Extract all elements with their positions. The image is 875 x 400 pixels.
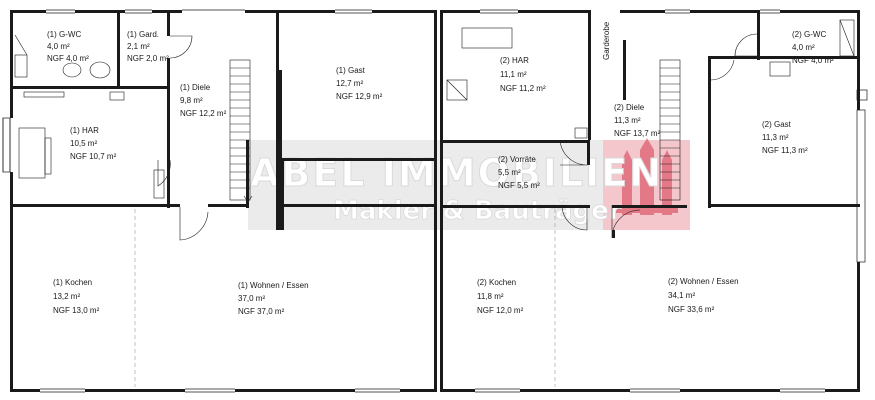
- room-2-gwc: (2) G-WC 4,0 m² NGF 4,0 m²: [792, 30, 834, 65]
- room-ngf: NGF 11,2 m²: [500, 84, 546, 93]
- room-name: (2) G-WC: [792, 30, 826, 39]
- room-area: 34,1 m²: [668, 291, 695, 300]
- toilet-icon-2: [769, 61, 791, 77]
- walls-unit-2: [440, 10, 860, 392]
- room-ngf: NGF 12,9 m²: [336, 92, 383, 101]
- room-area: 37,0 m²: [238, 294, 265, 303]
- room-area: 12,7 m²: [336, 79, 363, 88]
- room-2-har: (2) HAR 11,1 m² NGF 11,2 m²: [500, 56, 546, 93]
- machine-icon-2: [461, 27, 513, 49]
- room-ngf: NGF 11,3 m²: [762, 146, 808, 155]
- shower-icon-1: [14, 54, 28, 78]
- room-ngf: NGF 4,0 m²: [792, 56, 834, 65]
- shelf-icon-1: [23, 91, 65, 98]
- room-1-gast: (1) Gast 12,7 m² NGF 12,9 m²: [336, 66, 383, 101]
- room-area: 10,5 m²: [70, 139, 97, 148]
- room-1-diele: (1) Diele 9,8 m² NGF 12,2 m²: [180, 83, 227, 118]
- room-ngf: NGF 33,6 m²: [668, 305, 715, 314]
- room-ngf: NGF 13,0 m²: [53, 306, 100, 315]
- heater-icon-1: [153, 169, 165, 199]
- room-name: (2) HAR: [500, 56, 529, 65]
- room-2-gast: (2) Gast 11,3 m² NGF 11,3 m²: [762, 120, 808, 155]
- room-ngf: NGF 4,0 m²: [47, 54, 89, 63]
- room-ngf: NGF 37,0 m²: [238, 307, 285, 316]
- room-2-wohnen: (2) Wohnen / Essen 34,1 m² NGF 33,6 m²: [668, 277, 739, 314]
- room-ngf: NGF 5,5 m²: [498, 181, 540, 190]
- room-ngf: NGF 12,2 m²: [180, 109, 227, 118]
- watermark-line1: ABEL IMMOBILIEN: [250, 151, 663, 195]
- room-2-kochen: (2) Kochen 11,8 m² NGF 12,0 m²: [477, 278, 524, 315]
- room-name: (2) Kochen: [477, 278, 516, 287]
- watermark: ABEL IMMOBILIEN Makler & Bauträger: [248, 138, 690, 230]
- boiler-icon-1: [109, 91, 125, 101]
- room-area: 11,3 m²: [614, 116, 641, 125]
- room-name: (2) Vorräte: [498, 155, 536, 164]
- room-area: 4,0 m²: [47, 42, 70, 51]
- room-name: (1) Diele: [180, 83, 211, 92]
- garderobe-label: Garderobe: [602, 21, 611, 60]
- room-ngf: NGF 2,0 m²: [127, 54, 169, 63]
- room-name: (2) Diele: [614, 103, 645, 112]
- room-ngf: NGF 12,0 m²: [477, 306, 524, 315]
- zone-dividers: [134, 209, 556, 387]
- washbasin-icon-1: [62, 62, 82, 78]
- room-name: (1) G-WC: [47, 30, 81, 39]
- room-1-gard: (1) Gard. 2,1 m² NGF 2,0 m²: [127, 30, 169, 63]
- room-1-kochen: (1) Kochen 13,2 m² NGF 13,0 m²: [53, 278, 100, 315]
- room-name: (2) Gast: [762, 120, 792, 129]
- room-1-har: (1) HAR 10,5 m² NGF 10,7 m²: [70, 126, 117, 161]
- windows: [2, 9, 868, 393]
- fixtures: [14, 19, 855, 199]
- room-2-diele: (2) Diele 11,3 m² NGF 13,7 m²: [614, 103, 661, 138]
- room-name: (1) Kochen: [53, 278, 92, 287]
- stairs-unit-2: [659, 59, 681, 201]
- room-labels: (1) G-WC 4,0 m² NGF 4,0 m² (1) Gard. 2,1…: [47, 21, 834, 316]
- room-name: (2) Wohnen / Essen: [668, 277, 739, 286]
- room-area: 11,1 m²: [500, 70, 527, 79]
- room-1-gwc: (1) G-WC 4,0 m² NGF 4,0 m²: [47, 30, 89, 63]
- room-name: (1) Gard.: [127, 30, 159, 39]
- room-area: 4,0 m²: [792, 43, 815, 52]
- room-name: (1) Wohnen / Essen: [238, 281, 309, 290]
- toilet-icon-1: [89, 61, 111, 79]
- room-area: 9,8 m²: [180, 96, 203, 105]
- watermark-crest-icon: [616, 138, 678, 215]
- stairs-unit-1: [229, 59, 253, 203]
- room-1-wohnen: (1) Wohnen / Essen 37,0 m² NGF 37,0 m²: [238, 281, 309, 316]
- room-area: 2,1 m²: [127, 42, 150, 51]
- box-icon-2: [574, 127, 588, 139]
- room-name: (1) Gast: [336, 66, 366, 75]
- watermark-line2: Makler & Bauträger: [333, 196, 622, 226]
- room-2-vorrate: (2) Vorräte 5,5 m² NGF 5,5 m²: [498, 155, 540, 190]
- room-area: 5,5 m²: [498, 168, 521, 177]
- room-name: (1) HAR: [70, 126, 99, 135]
- walls-unit-1: [10, 10, 437, 392]
- room-area: 13,2 m²: [53, 292, 80, 301]
- shower-icon-2: [839, 19, 855, 57]
- tank-icon-2: [446, 79, 468, 101]
- door-swings: [157, 33, 758, 241]
- room-ngf: NGF 10,7 m²: [70, 152, 117, 161]
- room-ngf: NGF 13,7 m²: [614, 129, 661, 138]
- room-area: 11,8 m²: [477, 292, 504, 301]
- room-area: 11,3 m²: [762, 133, 789, 142]
